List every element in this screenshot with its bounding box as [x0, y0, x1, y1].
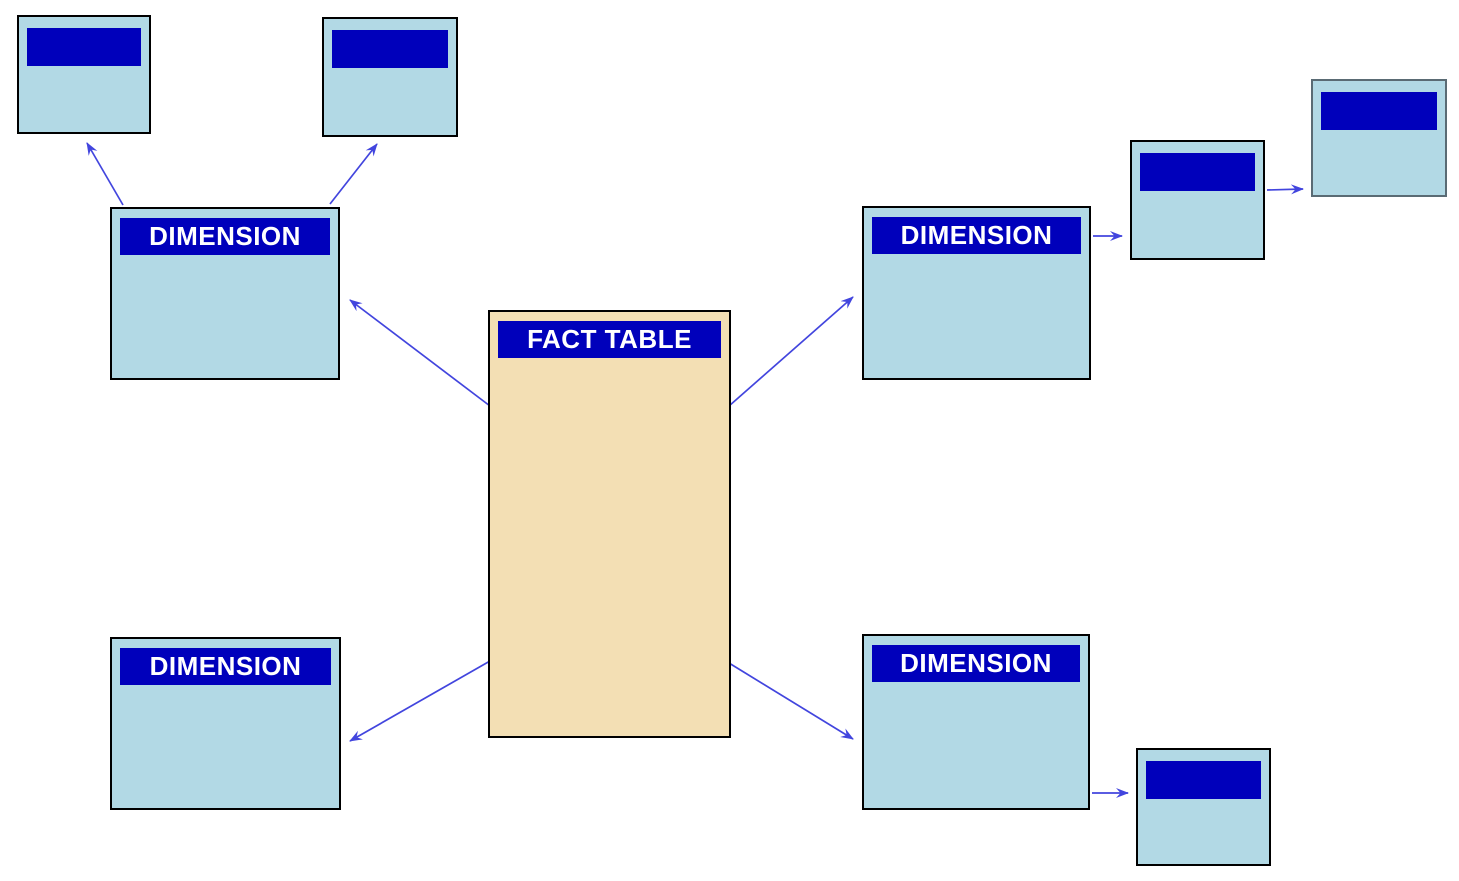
- dimension-node-bottom-left: DIMENSION: [110, 637, 341, 810]
- dimension-label: DIMENSION: [900, 220, 1053, 250]
- subdim-header-bar: [1146, 761, 1261, 799]
- connector-fact-to-dimension-right: [728, 296, 854, 407]
- subdim-node-top-left-a: [17, 15, 151, 134]
- connector-fact-to-dimension-bottom-right: [728, 662, 854, 740]
- dimension-node-top-left: DIMENSION: [110, 207, 340, 380]
- dimension-header-bar: DIMENSION: [872, 645, 1080, 682]
- fact-table-header-bar: FACT TABLE: [498, 321, 721, 358]
- dimension-node-right: DIMENSION: [862, 206, 1091, 380]
- subdim-node-bottom-right: [1136, 748, 1271, 866]
- fact-table-label: FACT TABLE: [527, 324, 692, 354]
- subdim-node-right-outer: [1311, 79, 1447, 197]
- dimension-label: DIMENSION: [149, 221, 301, 251]
- subdim-header-bar: [1321, 92, 1437, 130]
- dimension-label: DIMENSION: [149, 651, 302, 681]
- connector-fact-to-dimension-top-left: [349, 299, 491, 407]
- connector-dimension-top-left-to-subdim-a: [86, 142, 124, 206]
- dimension-header-bar: DIMENSION: [872, 217, 1081, 254]
- dimension-label: DIMENSION: [900, 648, 1052, 678]
- dimension-node-bottom-right: DIMENSION: [862, 634, 1090, 810]
- subdim-header-bar: [27, 28, 141, 66]
- dimension-header-bar: DIMENSION: [120, 218, 330, 255]
- dimension-header-bar: DIMENSION: [120, 648, 331, 685]
- subdim-header-bar: [332, 30, 448, 68]
- subdim-node-top-left-b: [322, 17, 458, 137]
- connector-subdim-inner-to-subdim-outer: [1266, 184, 1304, 195]
- connector-fact-to-dimension-bottom-left: [349, 660, 491, 742]
- subdim-header-bar: [1140, 153, 1255, 191]
- fact-table-node: FACT TABLE: [488, 310, 731, 738]
- connector-dimension-top-left-to-subdim-b: [329, 143, 378, 205]
- subdim-node-right-inner: [1130, 140, 1265, 260]
